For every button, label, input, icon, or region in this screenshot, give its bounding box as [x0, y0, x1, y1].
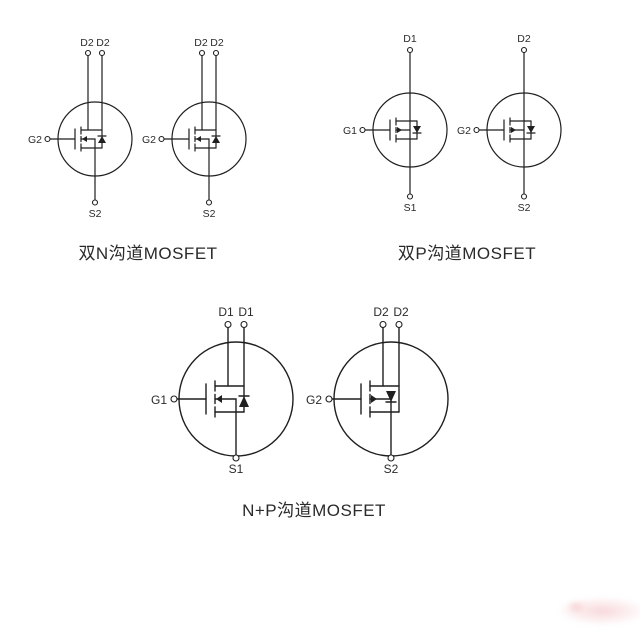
gate-terminal	[473, 126, 480, 134]
mosfet-cell-n-1: D2 D2 G2 S2	[28, 37, 133, 220]
pin-label-source: S1	[229, 462, 244, 476]
body-arrow-icon	[371, 395, 377, 403]
drain-terminal-1	[224, 320, 232, 329]
pin-label-source: S2	[89, 208, 102, 220]
mosfet-cell-np-p: D2 D2 G2 S2	[306, 305, 449, 476]
body-diode-icon	[413, 126, 421, 133]
body-diode-icon	[98, 136, 106, 143]
body-diode-icon	[386, 391, 396, 402]
group-caption: 双P沟道MOSFET	[398, 244, 536, 263]
drain-terminal	[520, 46, 528, 54]
pin-label-drain: D2	[210, 37, 224, 49]
body-arrow-icon	[216, 395, 222, 403]
pin-label-drain: D2	[393, 305, 409, 319]
body-diode-icon	[212, 136, 220, 143]
group-dual-p-channel: D1 G1 S1 D2 G2 S2 双P沟道MOS	[343, 33, 562, 263]
drain-terminal-1	[198, 49, 206, 57]
pin-label-drain: D2	[194, 37, 208, 49]
gate-terminal	[44, 135, 51, 143]
group-caption: N+P沟道MOSFET	[242, 501, 386, 520]
source-lead	[369, 398, 392, 457]
mosfet-cell-np-n: D1 D1 G1 S1	[151, 305, 294, 476]
source-terminal	[205, 199, 213, 206]
pin-label-gate: G1	[151, 393, 167, 407]
body-arrow-icon	[82, 136, 87, 142]
mosfet-cell-p-1: D1 G1 S1	[343, 33, 448, 214]
drain-terminal-2	[240, 320, 248, 329]
drain-terminal-2	[395, 320, 403, 329]
gate-terminal	[158, 135, 165, 143]
source-terminal	[91, 199, 99, 206]
source-terminal	[520, 193, 528, 200]
source-terminal	[232, 454, 240, 462]
pin-label-drain: D2	[80, 37, 94, 49]
gate-terminal	[359, 126, 366, 134]
drain-terminal	[406, 46, 414, 54]
mosfet-cell-n-2: D2 D2 G2 S2	[142, 37, 247, 220]
body-diode-icon	[527, 126, 535, 133]
pin-label-source: S2	[518, 202, 531, 214]
drain-terminal-2	[98, 49, 106, 57]
pin-label-drain: D2	[373, 305, 389, 319]
gate-terminal	[325, 395, 333, 403]
pin-label-source: S1	[404, 202, 417, 214]
pin-label-source: S2	[384, 462, 399, 476]
pin-label-gate: G1	[343, 125, 357, 137]
source-lead	[214, 398, 237, 457]
pin-label-gate: G2	[457, 125, 471, 137]
pin-label-gate: G2	[28, 134, 42, 146]
group-dual-n-channel: D2 D2 G2 S2 D2 D2 G2	[28, 37, 247, 263]
group-caption: 双N沟道MOSFET	[78, 244, 217, 263]
source-terminal	[387, 454, 395, 462]
drain-terminal-2	[212, 49, 220, 57]
pin-label-source: S2	[203, 208, 216, 220]
pin-label-gate: G2	[306, 393, 322, 407]
mosfet-cell-p-2: D2 G2 S2	[457, 33, 562, 214]
source-terminal	[406, 193, 414, 200]
pin-label-drain: D1	[218, 305, 234, 319]
gate-terminal	[170, 395, 178, 403]
pin-label-drain: D1	[403, 33, 417, 45]
body-diode-icon	[239, 396, 249, 407]
pin-label-drain: D1	[238, 305, 254, 319]
pin-label-drain: D2	[517, 33, 531, 45]
drain-terminal-1	[379, 320, 387, 329]
group-n-plus-p-channel: D1 D1 G1 S1 D2 D2 G2	[151, 305, 449, 520]
drain-terminal-1	[84, 49, 92, 57]
pin-label-gate: G2	[142, 134, 156, 146]
body-arrow-icon	[397, 127, 402, 133]
body-arrow-icon	[511, 127, 516, 133]
pin-label-drain: D2	[96, 37, 110, 49]
body-arrow-icon	[196, 136, 201, 142]
